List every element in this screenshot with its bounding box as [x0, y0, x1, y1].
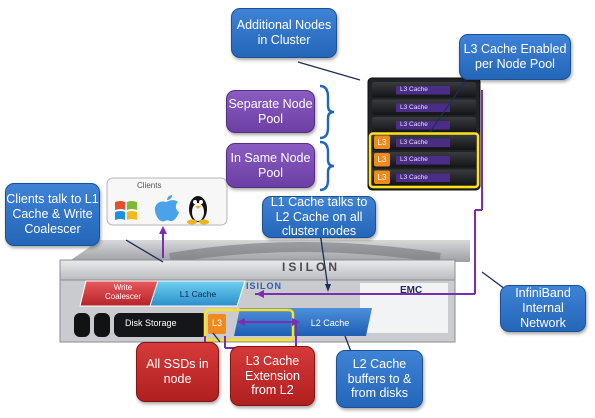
isilon-bezel-mark: ISILON — [246, 281, 283, 291]
callout-l3-enabled: L3 Cache Enabled per Node Pool — [459, 34, 571, 80]
rack-cache-bar — [396, 103, 450, 112]
clients-title: Clients — [137, 181, 162, 190]
callout-l2-buffers: L2 Cache buffers to & from disks — [336, 350, 423, 408]
rack-l3-badge-label: L3 — [377, 137, 387, 147]
callout-l3-extension: L3 Cache Extension from L2 — [230, 346, 315, 406]
same-pool-brace — [319, 140, 335, 192]
callout-infiniband: InfiniBand Internal Network — [500, 285, 586, 332]
callout-all-ssds: All SSDs in node — [136, 342, 219, 402]
rack-l3-badge-label: L3 — [377, 155, 387, 164]
l2-cache-block — [234, 308, 372, 336]
rack-l3-cache-label: L3 Cache — [400, 121, 428, 128]
separate-pool-brace — [319, 84, 335, 140]
node-rack — [367, 77, 481, 191]
rack-l3-cache-label: L3 Cache — [400, 103, 428, 111]
rack-cache-bar — [396, 173, 450, 182]
rack-l3-cache-label: L3 Cache — [400, 156, 428, 163]
disk-storage-label: Disk Storage — [125, 318, 177, 328]
l1-cache-label: L1 Cache — [179, 289, 217, 299]
windows-icon — [115, 201, 137, 220]
l3-node-block — [208, 314, 226, 334]
rack-cache-bar — [396, 156, 450, 165]
rack-l3-cache-label: L3 Cache — [400, 173, 428, 181]
callout-same-pool: In Same Node Pool — [226, 143, 315, 188]
disk-drums — [74, 313, 206, 337]
callout-separate-pool: Separate Node Pool — [226, 90, 315, 133]
callout-clients-talk: Clients talk to L1 Cache & Write Coalesc… — [5, 183, 100, 246]
rack-cache-bar — [396, 121, 450, 130]
callout-l1-talks: L1 Cache talks to L2 Cache on all cluste… — [262, 195, 376, 238]
write-coalescer-label: Write Coalescer — [104, 283, 141, 302]
linux-icon — [187, 196, 209, 225]
disk-drive — [74, 313, 90, 337]
callout-additional-nodes: Additional Nodes in Cluster — [231, 8, 337, 58]
rack-l3-cache-label: L3 Cache — [400, 138, 428, 146]
disk-drive — [94, 313, 110, 337]
isilon-brand: ISILON — [282, 260, 341, 274]
l3-pool-highlight — [368, 132, 480, 189]
rack-l3-cache-label: L3 Cache — [400, 86, 428, 93]
l2-cache-label: L2 Cache — [310, 318, 350, 328]
rack-cache-bar — [396, 86, 450, 95]
l3-label: L3 — [211, 318, 222, 328]
rack-cache-bar — [396, 138, 450, 147]
disk-storage-band — [116, 313, 206, 337]
apple-icon — [154, 195, 179, 222]
emc-logo: EMC — [400, 285, 423, 296]
rack-l3-badge — [374, 170, 390, 184]
rack-l3-badge-label: L3 — [377, 172, 387, 182]
l1-cache-block — [149, 280, 246, 307]
rack-l3-badge — [374, 135, 390, 149]
rack-l3-badge — [374, 153, 390, 167]
